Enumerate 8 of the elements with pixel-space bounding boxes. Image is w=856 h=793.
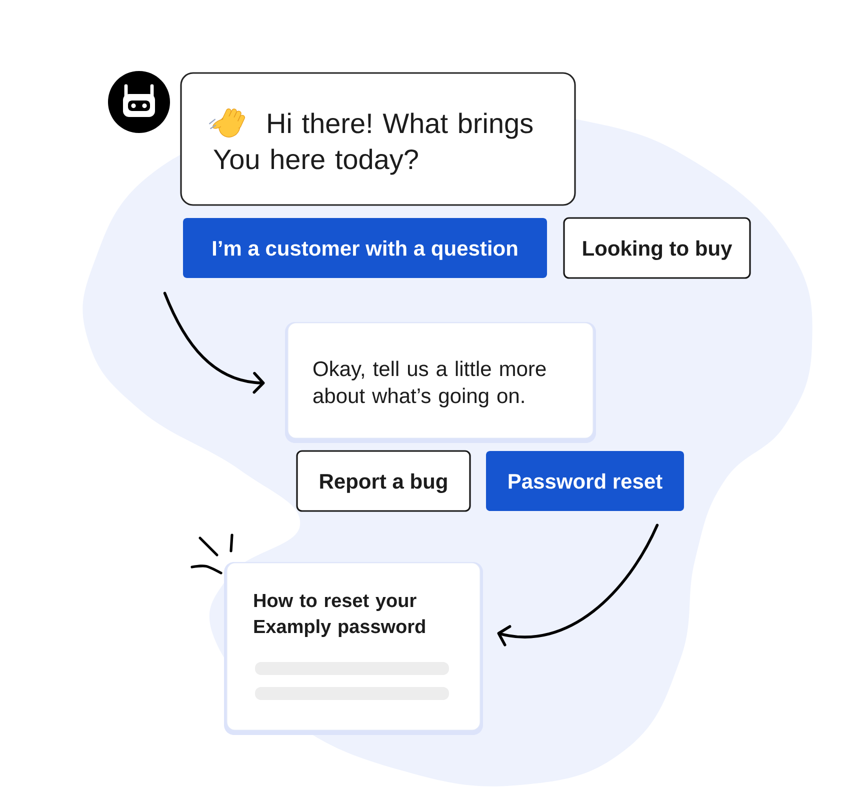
option-button: Report a bug [296,450,471,512]
arrow [163,292,265,394]
option-button: Looking to buy [563,217,751,279]
message-card: Okay, tell us a little more about what’s going on. [285,322,596,443]
speech-bubble: Hi there! What brings You here today? [180,72,576,206]
arrow [497,524,659,646]
option-button: I’m a customer with a question [183,218,547,278]
option-button: Password reset [486,451,684,511]
